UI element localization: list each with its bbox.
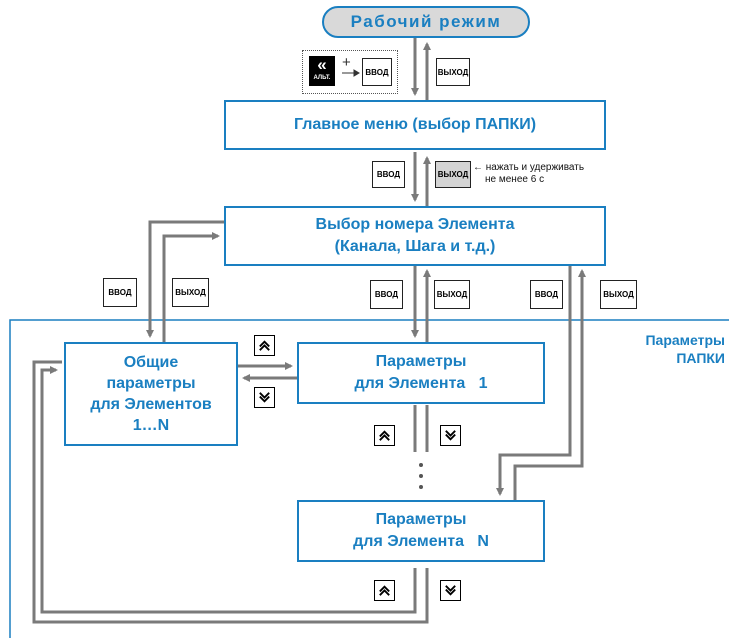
double-chevron-down-icon xyxy=(440,580,461,601)
common-params-line1: Общие xyxy=(123,354,179,371)
hold-note-line1: нажать и удерживать xyxy=(485,162,585,173)
ellipsis-dot xyxy=(419,474,423,478)
exit-key-1: ВЫХОД xyxy=(436,58,470,86)
double-chevron-up-icon xyxy=(374,425,395,446)
element-select-box: Выбор номера Элемента (Канала, Шага и т.… xyxy=(224,206,606,266)
working-mode-label: Рабочий режим xyxy=(350,12,502,31)
enter-key-label: ВВОД xyxy=(534,290,559,299)
double-chevron-down-icon xyxy=(440,425,461,446)
folder-params-line2: ПАПКИ xyxy=(676,350,725,366)
exit-key-label: ВЫХОД xyxy=(437,170,469,179)
ellipsis-dot xyxy=(419,485,423,489)
exit-key-label: ВЫХОД xyxy=(603,290,634,299)
double-chevron-up-icon xyxy=(254,335,275,356)
params-element-1-box: Параметры для Элемента 1 xyxy=(297,342,545,404)
enter-key-left: ВВОД xyxy=(103,278,137,307)
enter-key-combo: ВВОД xyxy=(362,58,392,86)
exit-key-right: ВЫХОД xyxy=(600,280,637,309)
ellipsis-dot xyxy=(419,463,423,467)
params-el1-line2: для Элемента 1 xyxy=(354,375,488,392)
params-elN-line2: для Элемента N xyxy=(353,533,489,550)
exit-key-label: ВЫХОД xyxy=(437,67,469,77)
enter-key-label: ВВОД xyxy=(374,290,399,299)
back-chevron-icon: « xyxy=(317,55,327,74)
exit-key-label: ВЫХОД xyxy=(436,290,468,299)
common-params-line4: 1…N xyxy=(132,417,170,434)
common-params-line3: для Элементов xyxy=(90,396,212,413)
enter-key-label: ВВОД xyxy=(376,170,401,179)
double-chevron-down-icon xyxy=(254,387,275,408)
left-arrow-icon: ← xyxy=(473,162,483,173)
enter-key-label: ВВОД xyxy=(108,288,132,297)
params-el1-line1: Параметры xyxy=(375,353,467,370)
hold-note: ← нажать и удерживать не менее 6 с xyxy=(473,162,584,186)
double-chevron-up-icon xyxy=(374,580,395,601)
folder-params-label: Параметры ПАПКИ xyxy=(600,331,725,367)
element-select-line2: (Канала, Шага и т.д.) xyxy=(334,238,496,255)
element-select-line1: Выбор номера Элемента xyxy=(315,216,515,233)
alt-enter-combo xyxy=(302,50,398,94)
params-elN-line1: Параметры xyxy=(375,511,467,528)
main-menu-label: Главное меню (выбор ПАПКИ) xyxy=(293,116,537,133)
folder-params-line1: Параметры xyxy=(645,332,725,348)
working-mode-pill: Рабочий режим xyxy=(322,6,530,38)
common-params-line2: параметры xyxy=(106,375,196,392)
alt-back-key: « АЛЬТ. xyxy=(309,56,335,86)
alt-key-label: АЛЬТ. xyxy=(313,75,331,81)
common-params-box: Общие параметры для Элементов 1…N xyxy=(64,342,238,446)
section-frame xyxy=(9,319,729,638)
exit-key-gray: ВЫХОД xyxy=(435,161,471,188)
plus-sign: + xyxy=(342,54,351,71)
exit-key-left: ВЫХОД xyxy=(172,278,209,307)
enter-key-2: ВВОД xyxy=(372,161,405,188)
enter-key-right: ВВОД xyxy=(530,280,563,309)
enter-key-label: ВВОД xyxy=(365,67,389,77)
hold-note-line2: не менее 6 с xyxy=(485,174,545,185)
enter-key-center: ВВОД xyxy=(370,280,403,309)
exit-key-label: ВЫХОД xyxy=(175,288,206,297)
params-element-n-box: Параметры для Элемента N xyxy=(297,500,545,562)
exit-key-center: ВЫХОД xyxy=(434,280,470,309)
main-menu-box: Главное меню (выбор ПАПКИ) xyxy=(224,100,606,150)
